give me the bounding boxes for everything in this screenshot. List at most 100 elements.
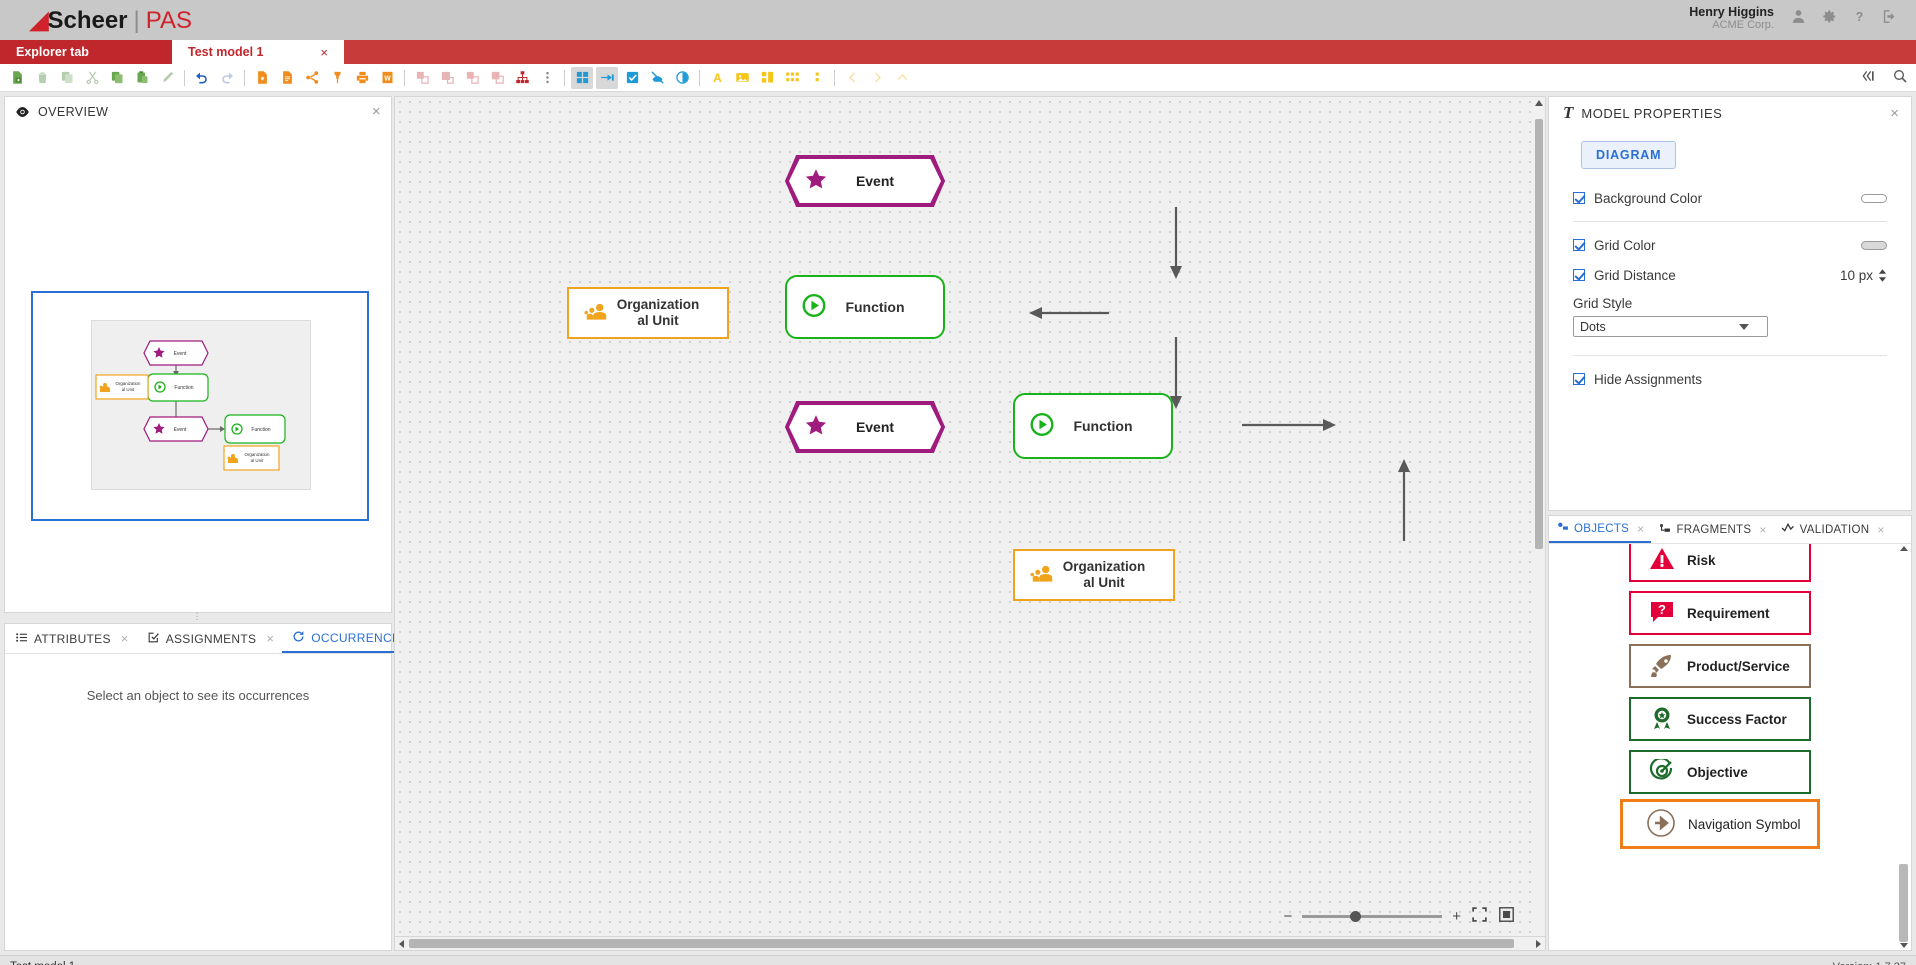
objects-scroll-up-arrow-icon[interactable] <box>1900 546 1908 551</box>
tab-validation[interactable]: VALIDATION × <box>1774 516 1892 543</box>
object-item-objective[interactable]: Objective <box>1629 750 1811 794</box>
scroll-up-arrow-icon[interactable] <box>1535 100 1543 106</box>
object-item-requirement[interactable]: ? Requirement <box>1629 591 1811 635</box>
tab-assignments-close-icon[interactable]: × <box>266 631 275 646</box>
paste-icon[interactable] <box>131 67 153 89</box>
layout-grid-icon[interactable] <box>781 67 803 89</box>
objects-scroll-thumb[interactable] <box>1899 864 1908 942</box>
tab-fragments[interactable]: FRAGMENTS × <box>1651 516 1773 543</box>
overview-close-icon[interactable]: × <box>371 103 381 120</box>
new-file-icon[interactable] <box>6 67 28 89</box>
overview-body[interactable]: Event Function Organization al Unit <box>5 127 391 612</box>
cut-icon[interactable] <box>81 67 103 89</box>
object-item-success-factor[interactable]: Success Factor <box>1629 697 1811 741</box>
grid-distance-checkbox[interactable] <box>1573 269 1585 281</box>
hierarchy-icon[interactable] <box>511 67 533 89</box>
send-to-back-icon[interactable] <box>486 67 508 89</box>
diagram-node-function-1[interactable]: Function <box>785 275 945 339</box>
text-icon[interactable]: A <box>706 67 728 89</box>
object-item-navigation-symbol[interactable]: Navigation Symbol <box>1620 799 1820 849</box>
share-icon[interactable] <box>301 67 323 89</box>
bring-forward-icon[interactable] <box>411 67 433 89</box>
export-word-icon[interactable]: W <box>376 67 398 89</box>
objects-scroll-down-arrow-icon[interactable] <box>1900 943 1908 948</box>
tab-fragments-close-icon[interactable]: × <box>1759 522 1767 537</box>
zoom-slider[interactable] <box>1302 910 1443 922</box>
grid-icon[interactable] <box>571 66 593 89</box>
model-properties-close-icon[interactable]: × <box>1890 104 1899 122</box>
grid-distance-stepper[interactable] <box>1878 268 1887 282</box>
tab-explorer[interactable]: Explorer tab <box>0 40 172 64</box>
contrast-icon[interactable] <box>671 67 693 89</box>
occurrences-empty-message: Select an object to see its occurrences <box>86 688 310 703</box>
object-item-risk[interactable]: Risk <box>1629 544 1811 582</box>
svg-text:A: A <box>713 71 722 85</box>
grid-style-select[interactable]: Dots <box>1573 316 1768 337</box>
snap-to-grid-icon[interactable] <box>596 66 618 89</box>
overview-viewport-rect[interactable]: Event Function Organization al Unit <box>31 291 369 521</box>
tab-assignments[interactable]: ASSIGNMENTS × <box>137 624 283 653</box>
canvas-horizontal-scroll-thumb[interactable] <box>409 939 1514 948</box>
search-icon[interactable] <box>1892 68 1908 87</box>
image-icon[interactable] <box>731 67 753 89</box>
tab-attributes-close-icon[interactable]: × <box>120 631 129 646</box>
actual-size-icon[interactable] <box>1498 906 1515 926</box>
bring-to-front-icon[interactable] <box>436 67 458 89</box>
diagram-node-function-2[interactable]: Function <box>1013 393 1173 459</box>
redo-icon[interactable] <box>216 67 238 89</box>
canvas-horizontal-scrollbar[interactable] <box>394 937 1546 951</box>
user-icon[interactable] <box>1790 8 1807 28</box>
grid-color-checkbox[interactable] <box>1573 239 1585 251</box>
tab-objects[interactable]: OBJECTS × <box>1549 516 1652 543</box>
canvas-vertical-scrollbar[interactable] <box>1533 97 1545 936</box>
tab-test-model-1[interactable]: Test model 1 × <box>172 40 344 64</box>
help-icon[interactable]: ? <box>1852 8 1867 28</box>
delete-icon[interactable] <box>31 67 53 89</box>
layout-list-icon[interactable] <box>806 67 828 89</box>
undo-icon[interactable] <box>191 67 213 89</box>
fit-to-screen-icon[interactable] <box>1471 906 1488 926</box>
tab-objects-close-icon[interactable]: × <box>1637 521 1645 536</box>
logout-icon[interactable] <box>1881 8 1898 28</box>
nav-up-icon[interactable] <box>891 67 913 89</box>
layout-columns-icon[interactable] <box>756 67 778 89</box>
zoom-in-button[interactable]: + <box>1452 907 1461 925</box>
hide-connectors-icon[interactable] <box>646 67 668 89</box>
object-item-product-service[interactable]: Product/Service <box>1629 644 1811 688</box>
scroll-right-arrow-icon[interactable] <box>1536 939 1541 948</box>
diagram-node-event-2[interactable]: Event <box>785 401 945 453</box>
gear-icon[interactable] <box>1821 8 1838 28</box>
background-color-swatch[interactable] <box>1861 193 1887 203</box>
nav-forward-icon[interactable] <box>866 67 888 89</box>
diagram-section-button[interactable]: DIAGRAM <box>1581 141 1677 169</box>
document-icon[interactable] <box>276 67 298 89</box>
tab-attributes[interactable]: ATTRIBUTES × <box>5 624 137 653</box>
save-icon[interactable] <box>251 67 273 89</box>
diagram-node-org-unit-1[interactable]: Organization al Unit <box>567 287 729 339</box>
send-backward-icon[interactable] <box>461 67 483 89</box>
diagram-node-event-1[interactable]: Event <box>785 155 945 207</box>
checkbox-icon[interactable] <box>621 67 643 89</box>
tab-validation-close-icon[interactable]: × <box>1877 522 1885 537</box>
objects-list-scrollbar[interactable] <box>1899 546 1908 948</box>
nav-back-icon[interactable] <box>841 67 863 89</box>
format-painter-icon[interactable] <box>156 67 178 89</box>
more-options-icon[interactable] <box>536 67 558 89</box>
duplicate-icon[interactable] <box>56 67 78 89</box>
tab-close-icon[interactable]: × <box>320 44 328 60</box>
panel-resize-handle[interactable]: ⋮ <box>192 610 204 621</box>
hide-assignments-checkbox[interactable] <box>1573 373 1585 385</box>
copy-icon[interactable] <box>106 67 128 89</box>
zoom-out-button[interactable]: − <box>1283 907 1293 925</box>
collapse-panel-icon[interactable] <box>1860 68 1876 87</box>
grid-color-swatch[interactable] <box>1861 240 1887 250</box>
pin-icon[interactable] <box>326 67 348 89</box>
scroll-left-arrow-icon[interactable] <box>399 939 404 948</box>
diagram-node-org-unit-2[interactable]: Organization al Unit <box>1013 549 1175 601</box>
diagram-canvas[interactable]: Event Function Organization al Unit <box>394 96 1546 937</box>
zoom-slider-knob[interactable] <box>1350 910 1362 922</box>
background-color-checkbox[interactable] <box>1573 192 1585 204</box>
canvas-vertical-scroll-thumb[interactable] <box>1535 119 1543 549</box>
objects-list[interactable]: Risk ? Requirement Product/Service <box>1549 544 1911 950</box>
print-icon[interactable] <box>351 67 373 89</box>
